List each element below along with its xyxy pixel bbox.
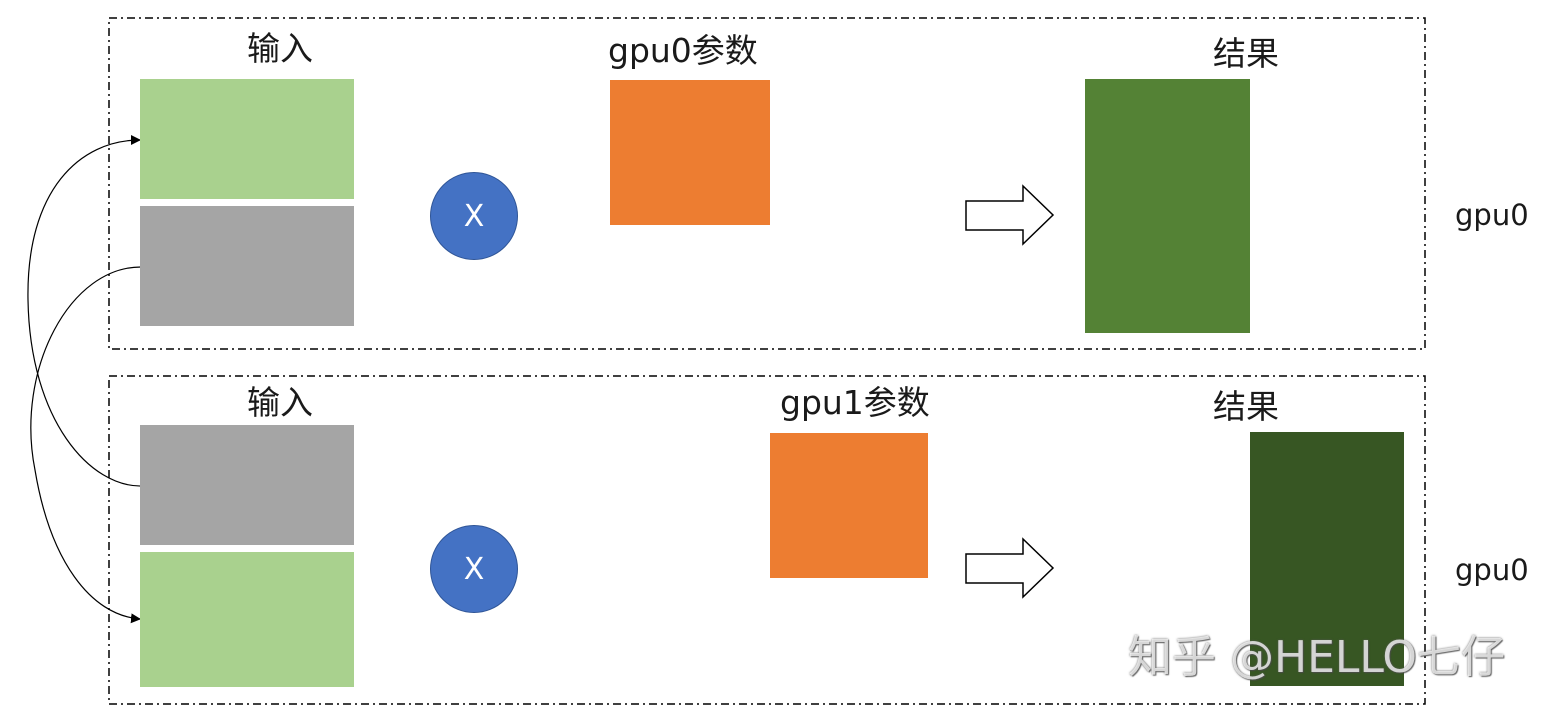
result-arrow-top xyxy=(965,184,1055,246)
input-block-gray xyxy=(140,206,354,326)
device-label: gpu0 xyxy=(1455,553,1529,587)
params-block xyxy=(770,433,928,578)
params-block xyxy=(610,80,770,225)
panel-top-border xyxy=(108,17,1426,350)
watermark: 知乎 @HELLO七仔 xyxy=(1128,632,1505,683)
input-block-green xyxy=(140,552,354,687)
result-block xyxy=(1250,432,1404,686)
result-arrow-bottom xyxy=(965,537,1055,599)
operator-symbol: X xyxy=(463,551,485,587)
swap-curve-top-gray-to-bottom-green xyxy=(30,266,144,624)
result-block xyxy=(1085,79,1250,333)
panel-bottom-border xyxy=(108,375,1426,705)
params-label: gpu0参数 xyxy=(608,31,758,70)
multiply-operator: X xyxy=(430,525,518,613)
input-label: 输入 xyxy=(247,383,313,422)
result-label: 结果 xyxy=(1213,387,1279,426)
result-label: 结果 xyxy=(1213,34,1279,73)
operator-symbol: X xyxy=(463,198,485,234)
params-label: gpu1参数 xyxy=(780,383,930,422)
input-label: 输入 xyxy=(247,29,313,68)
swap-curve-bottom-gray-to-top-green xyxy=(27,135,144,487)
input-block-green xyxy=(140,79,354,199)
device-label: gpu0 xyxy=(1455,198,1529,232)
input-block-gray xyxy=(140,425,354,545)
multiply-operator: X xyxy=(430,172,518,260)
